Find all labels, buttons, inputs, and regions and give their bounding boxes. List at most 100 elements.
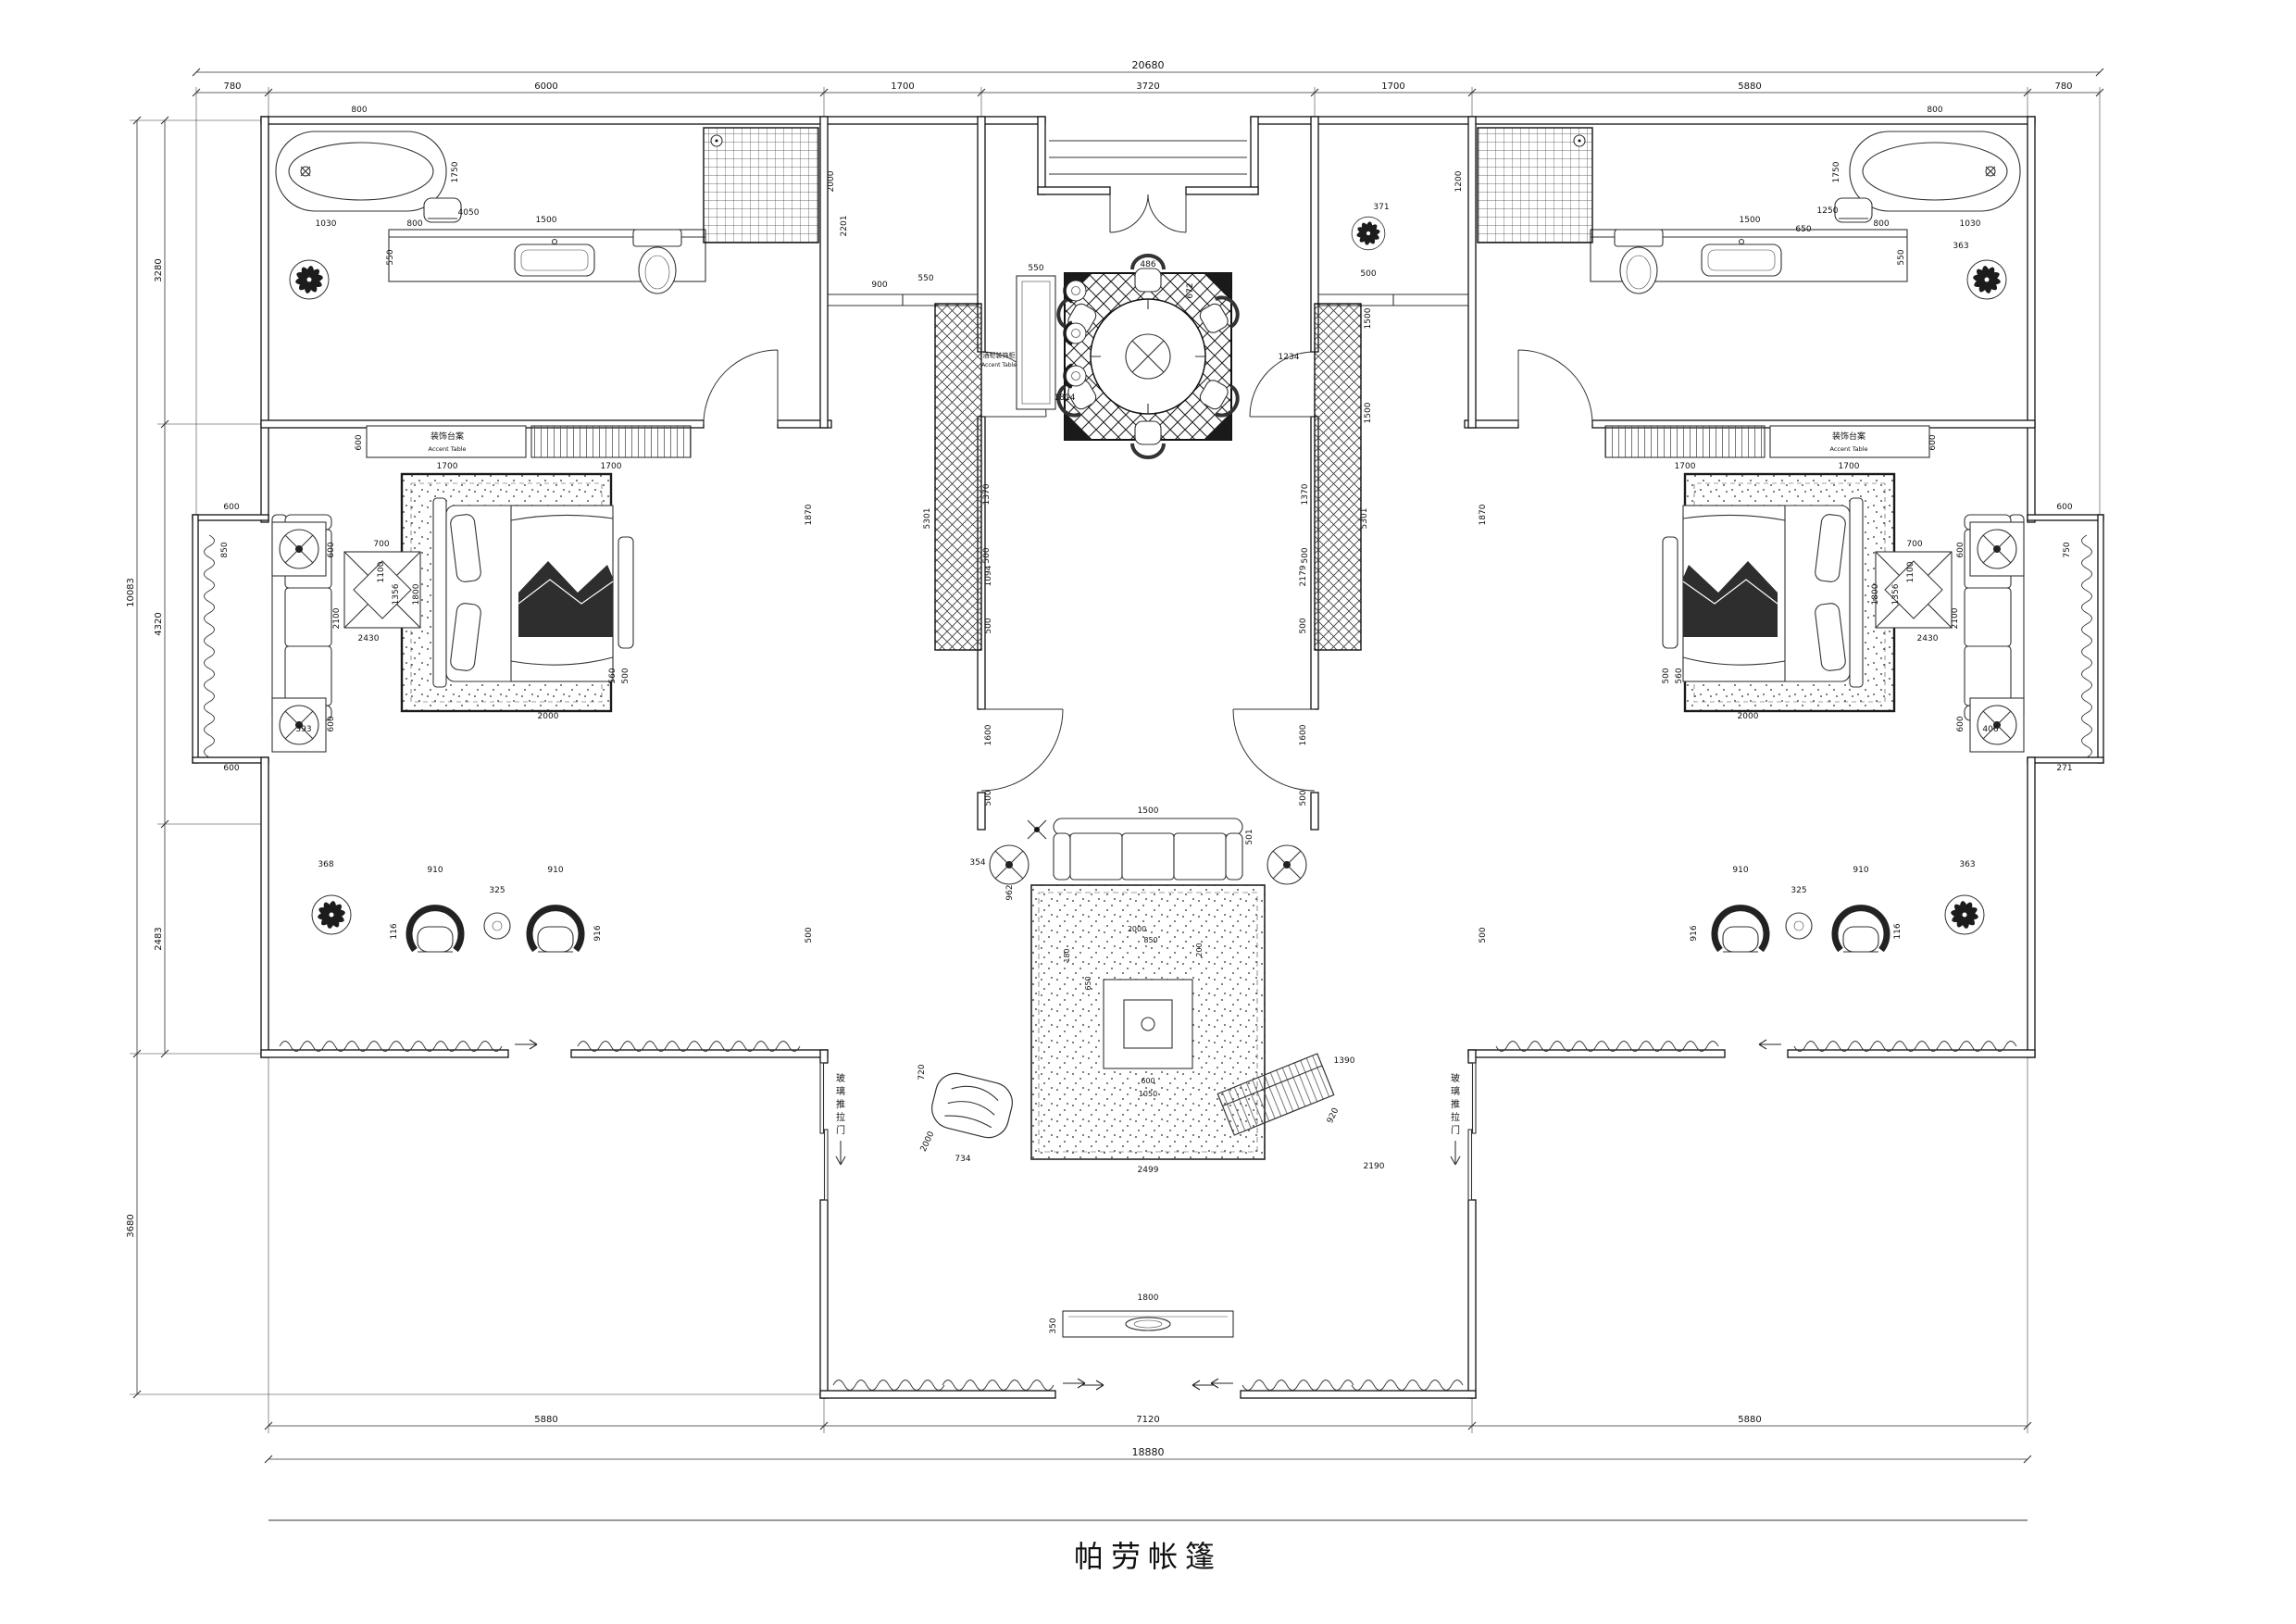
- dim-bedL-2100: 2100: [332, 607, 342, 629]
- dim-wingR-271: 271: [2056, 764, 2072, 773]
- dim-dining-1234: 1234: [1279, 353, 1300, 362]
- dim-hallR-2179: 2179: [1299, 565, 1308, 586]
- dim-bottom-total: 18880: [1132, 1446, 1165, 1458]
- dim-top-seg-1700-r: 1700: [1381, 81, 1404, 92]
- dim-bedL-500: 500: [621, 668, 630, 683]
- plan-left-half: [192, 116, 1149, 1399]
- dim-wingR-750: 750: [2063, 542, 2072, 557]
- door-entry-left-leaf: [1109, 194, 1149, 233]
- dim-corrL-2201: 2201: [840, 216, 849, 237]
- dim-hallL-1600: 1600: [984, 724, 993, 745]
- dresser-left: [530, 425, 692, 458]
- plan-right-half: [1148, 117, 2103, 1398]
- dim-bathR-800: 800: [1873, 219, 1889, 229]
- dim-hallR-371: 371: [1373, 203, 1389, 212]
- dim-hallR-500c: 500: [1299, 790, 1308, 806]
- dim-table-600: 600: [1141, 1077, 1154, 1085]
- dim-bedL-2430: 2430: [358, 634, 380, 643]
- dim-bathL-800: 800: [406, 219, 422, 229]
- dim-living-354: 354: [969, 858, 985, 868]
- dim-bathL-1750: 1750: [451, 161, 460, 182]
- dim-bedL-560: 560: [608, 668, 618, 683]
- label-accentL-cn: 装饰台案: [430, 431, 464, 442]
- dim-wingL-600-top: 600: [223, 503, 239, 512]
- dim-wardR-5301: 5301: [1360, 508, 1369, 530]
- barrel-chair-left-2: [530, 908, 581, 952]
- label-glass-door-r: 玻璃推拉门: [1451, 1072, 1460, 1136]
- dim-top-seg-780-r: 780: [2054, 81, 2072, 92]
- vanity-stool-left: [423, 197, 462, 223]
- dim-lounge-734: 734: [955, 1155, 970, 1164]
- dim-bottom-5880-l: 5880: [534, 1415, 557, 1425]
- dining-chair: [1130, 419, 1166, 459]
- dim-bathR-1200: 1200: [1454, 170, 1464, 192]
- dim-rug-850: 850: [1143, 936, 1157, 944]
- dim-seatR-116: 116: [1893, 923, 1903, 939]
- shower-left: [703, 127, 819, 244]
- dim-hallR-500b: 500: [1299, 618, 1308, 633]
- dim-wingR-600-b: 600: [1956, 716, 1965, 731]
- dim-table-1050: 1050: [1139, 1090, 1157, 1098]
- dim-hallR-1600: 1600: [1299, 724, 1308, 745]
- dim-bedL-1700-a: 1700: [437, 462, 458, 471]
- bay-window-left: [204, 521, 327, 758]
- door-bedroom-left: [980, 708, 1064, 792]
- dim-hallR-500: 500: [1360, 269, 1376, 279]
- dim-rug-2000: 2000: [1128, 925, 1146, 933]
- dim-rug-650: 650: [1084, 976, 1092, 990]
- dim-bedL-1356: 1356: [392, 583, 401, 605]
- dim-terr-1390: 1390: [1334, 1056, 1355, 1066]
- dim-bathR-1750: 1750: [1832, 161, 1841, 182]
- dim-hallR-500a: 500: [1301, 547, 1310, 563]
- dim-dining-672: 672: [1186, 282, 1195, 298]
- dim-bathR-363: 363: [1953, 242, 1968, 251]
- chaise-lounge: [931, 1072, 1013, 1139]
- dim-hallR-1500-a: 1500: [1364, 307, 1373, 329]
- dim-rug-180: 180: [1063, 948, 1071, 962]
- dim-console-550: 550: [1028, 264, 1043, 273]
- dim-bedR-1100: 1100: [1906, 561, 1915, 582]
- label-wine-cabinet-cn: 酒柜装饰柜: [983, 351, 1016, 359]
- dim-bench-350: 350: [1049, 1318, 1058, 1333]
- dim-seatR-325: 325: [1791, 886, 1806, 895]
- dim-wingL-600-b: 600: [327, 716, 336, 731]
- dim-bedR-1700-a: 1700: [1839, 462, 1860, 471]
- dim-tv-920: 920: [1326, 1106, 1341, 1125]
- barrel-chair-left-1: [409, 908, 461, 952]
- dim-bedR-406: 406: [1982, 725, 1998, 734]
- dim-living-501: 501: [1245, 829, 1254, 844]
- dim-bedL-1800: 1800: [412, 583, 421, 605]
- dim-bathR-550: 550: [1897, 249, 1906, 265]
- dim-seatR-910-a: 910: [1853, 866, 1868, 875]
- dim-hallR-1370: 1370: [1301, 483, 1310, 505]
- toilet-left: [632, 229, 682, 294]
- dim-hallL-500b: 500: [984, 618, 993, 633]
- accent-table-left: [366, 425, 527, 458]
- dim-wingL-600-bot: 600: [223, 764, 239, 773]
- dim-lounge-2000: 2000: [919, 1130, 937, 1153]
- dim-lounge-720: 720: [917, 1064, 927, 1080]
- dim-seatR-500: 500: [1479, 927, 1488, 943]
- dim-hallR-1500-b: 1500: [1364, 402, 1373, 423]
- dim-bathR-1500: 1500: [1740, 216, 1761, 225]
- dim-top-seg-1700-l: 1700: [891, 81, 914, 92]
- door-bathroom-left: [703, 349, 779, 425]
- dim-seatL-910-b: 910: [547, 866, 563, 875]
- dim-bedR-1800: 1800: [1871, 583, 1880, 605]
- dim-bedL-600: 600: [355, 434, 364, 450]
- plant-hall-right: [1351, 216, 1386, 251]
- dim-bedR-1700-b: 1700: [1675, 462, 1696, 471]
- dim-bathR-1250: 1250: [1817, 206, 1839, 216]
- dim-left-3680: 3680: [126, 1214, 136, 1237]
- dim-bathR-650: 650: [1795, 225, 1811, 234]
- dim-left-3280: 3280: [154, 258, 164, 281]
- dim-bedL-1870: 1870: [805, 504, 814, 525]
- dim-living-1500: 1500: [1138, 806, 1159, 816]
- wine-cabinet-console: [1016, 275, 1056, 410]
- dim-left-4320: 4320: [154, 612, 164, 635]
- bathtub-left: [275, 131, 447, 212]
- dim-seatL-916: 916: [593, 925, 603, 941]
- dim-bathL-2000: 2000: [827, 170, 836, 192]
- dim-top-total: 20680: [1132, 59, 1165, 71]
